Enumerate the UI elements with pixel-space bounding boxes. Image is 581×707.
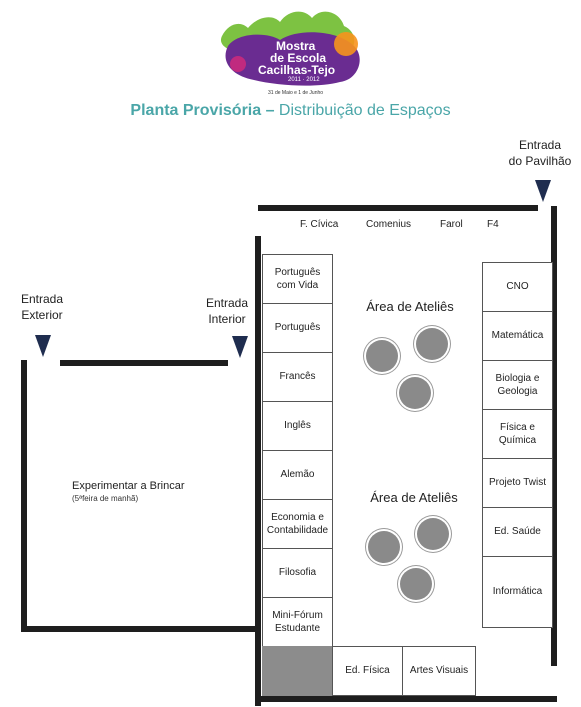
outdoor-title: Experimentar a Brincar: [72, 480, 185, 492]
room-fisica-quimica: Física e Química: [482, 409, 553, 459]
room-projeto-twist: Projeto Twist: [482, 458, 553, 508]
top-space-comenius: Comenius: [366, 219, 412, 230]
title-rest: Distribuição de Espaços: [274, 102, 451, 119]
atelier-table-icon: [368, 531, 400, 563]
room-grey-block: [262, 646, 333, 696]
room-filosofia: Filosofia: [262, 548, 333, 598]
room-informatica: Informática: [482, 556, 553, 628]
atelier-table-icon: [366, 340, 398, 372]
pavilion-wall-right: [551, 206, 557, 666]
title-bold: Planta Provisória –: [130, 102, 275, 119]
room-cno: CNO: [482, 262, 553, 312]
top-space-civica: F. Cívica: [300, 219, 339, 230]
top-space-farol: Farol: [440, 219, 463, 230]
atelier-table-icon: [416, 328, 448, 360]
pavilion-wall-bottom: [255, 696, 557, 702]
room-ed-fisica: Ed. Física: [332, 646, 403, 696]
room-biologia: Biologia e Geologia: [482, 360, 553, 410]
outdoor-wall-left: [21, 360, 27, 632]
logo-graphic: [220, 11, 360, 86]
atelier-table-icon: [399, 377, 431, 409]
room-matematica: Matemática: [482, 311, 553, 361]
atelier-area-2-label: Área de Ateliês: [370, 490, 458, 505]
outdoor-wall-top: [60, 360, 228, 366]
room-portugues: Português: [262, 303, 333, 353]
room-portugues-com-vida: Português com Vida: [262, 254, 333, 304]
atelier-table-icon: [417, 518, 449, 550]
atelier-table-icon: [400, 568, 432, 600]
logo-text-1: Mostra: [276, 39, 316, 53]
room-artes-visuais: Artes Visuais: [402, 646, 476, 696]
logo-text-2: de Escola: [270, 51, 327, 65]
room-ingles: Inglês: [262, 401, 333, 451]
atelier-area-1-label: Área de Ateliês: [366, 299, 454, 314]
outdoor-note: (5ªfeira de manhã): [72, 494, 139, 503]
room-ed-saude: Ed. Saúde: [482, 507, 553, 557]
logo-date: 31 de Maio e 1 de Junho: [268, 90, 324, 96]
top-space-f4: F4: [487, 219, 499, 230]
entrance-pavilhao-arrow-icon: [535, 180, 551, 202]
logo-years: 2011 · 2012: [288, 77, 320, 83]
pavilion-wall-left: [255, 236, 261, 706]
page-title: Planta Provisória – Distribuição de Espa…: [0, 102, 581, 120]
logo-text-3: Cacilhas-Tejo: [258, 63, 336, 77]
entrance-interior-label: Entrada Interior: [205, 296, 249, 326]
room-alemao: Alemão: [262, 450, 333, 500]
room-economia: Economia e Contabilidade: [262, 499, 333, 549]
pavilion-wall-top: [258, 205, 538, 211]
outdoor-wall-bottom: [21, 626, 257, 632]
room-frances: Francês: [262, 352, 333, 402]
entrance-exterior-label: Entrada Exterior: [20, 292, 64, 322]
logo: Mostra de Escola Cacilhas-Tejo 2011 · 20…: [218, 6, 368, 100]
entrance-exterior-arrow-icon: [35, 335, 51, 357]
room-mini-forum: Mini-Fórum Estudante: [262, 597, 333, 647]
entrance-interior-arrow-icon: [232, 336, 248, 358]
entrance-pavilhao-label: Entrada do Pavilhão: [508, 138, 572, 168]
